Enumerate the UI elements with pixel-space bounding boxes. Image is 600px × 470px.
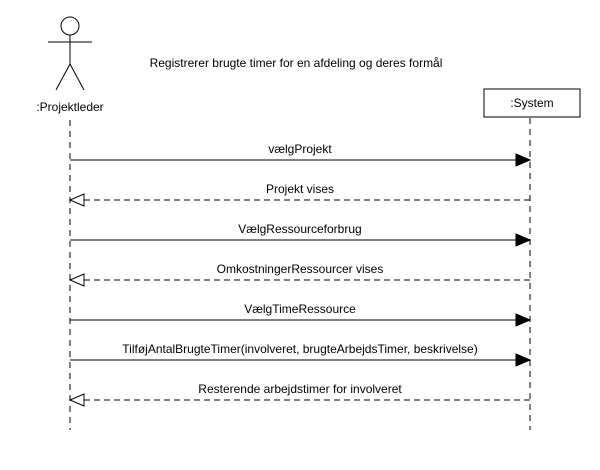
return-message: Projekt vises	[68, 182, 530, 207]
system-label: :System	[510, 96, 553, 110]
message-label: Projekt vises	[266, 182, 334, 196]
stick-figure-icon	[48, 16, 92, 91]
system-participant: :System	[483, 88, 581, 118]
open-arrowhead-icon	[68, 393, 85, 407]
message-label: TilføjAntalBrugteTimer(involveret, brugt…	[122, 342, 477, 356]
actor-label: :Projektleder	[36, 100, 103, 114]
message-label: VælgTimeRessource	[244, 302, 356, 316]
message-label: OmkostningerRessourcer vises	[217, 262, 384, 276]
call-message: VælgTimeRessource	[70, 302, 532, 327]
filled-arrowhead-icon	[515, 353, 532, 367]
filled-arrowhead-icon	[515, 313, 532, 327]
filled-arrowhead-icon	[515, 233, 532, 247]
call-message: TilføjAntalBrugteTimer(involveret, brugt…	[70, 342, 532, 367]
message-label: Resterende arbejdstimer for involveret	[198, 382, 402, 396]
return-message: Resterende arbejdstimer for involveret	[68, 382, 530, 407]
open-arrowhead-icon	[68, 193, 85, 207]
open-arrowhead-icon	[68, 273, 85, 287]
return-message: OmkostningerRessourcer vises	[68, 262, 530, 287]
call-message: vælgProjekt	[70, 142, 532, 167]
message-label: VælgRessourceforbrug	[238, 222, 361, 236]
filled-arrowhead-icon	[515, 153, 532, 167]
call-message: VælgRessourceforbrug	[70, 222, 532, 247]
diagram-title: Registrerer brugte timer for en afdeling…	[150, 56, 443, 70]
message-label: vælgProjekt	[268, 142, 332, 156]
